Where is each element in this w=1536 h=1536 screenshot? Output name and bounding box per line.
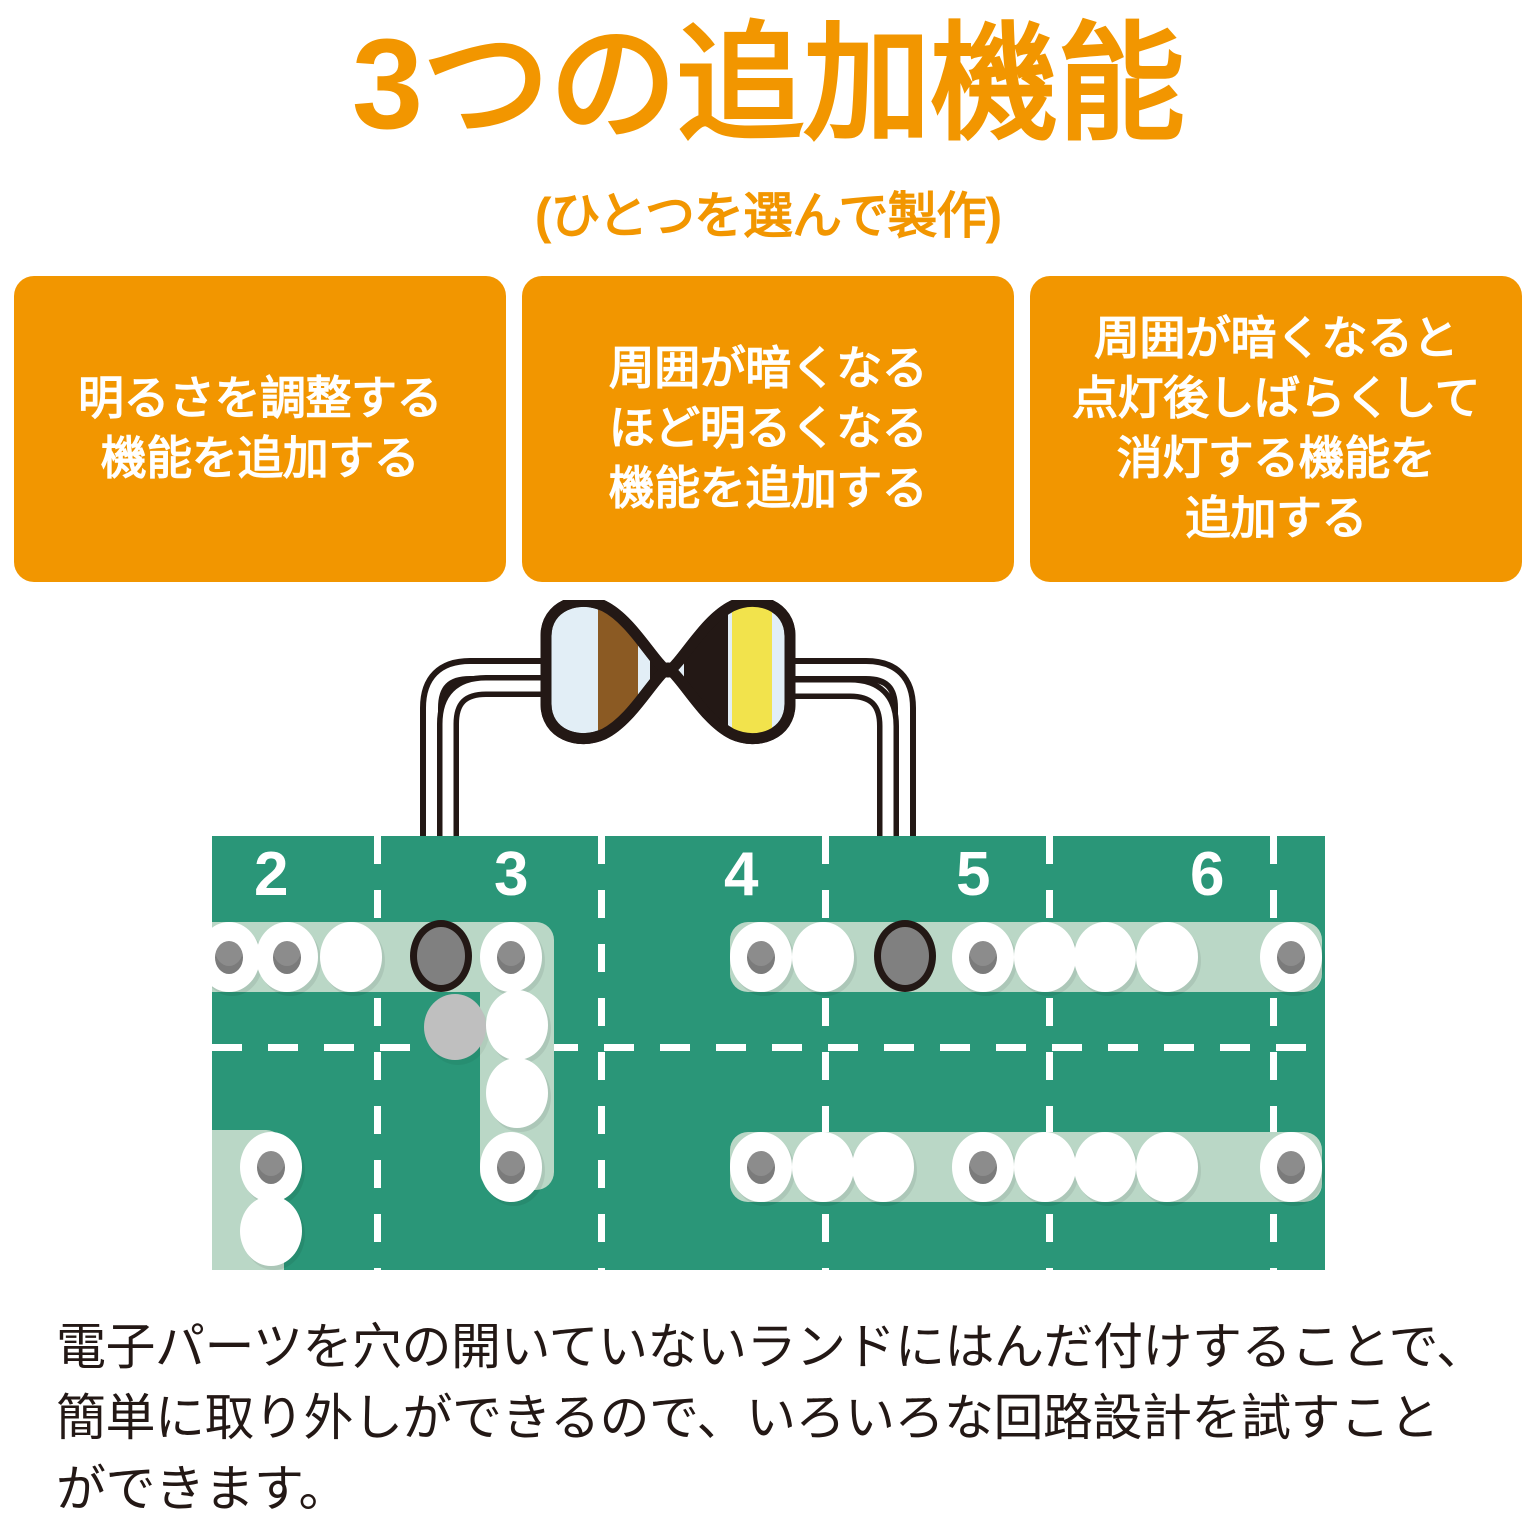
grid-line-horizontal — [212, 1044, 1325, 1051]
pcb-pad[interactable] — [1136, 922, 1198, 992]
pcb-pad[interactable] — [1074, 1132, 1136, 1202]
option-card-3[interactable]: 周囲が暗くなると 点灯後しばらくして 消灯する機能を 追加する — [1030, 276, 1522, 582]
pcb-pad-shadowed[interactable] — [424, 994, 486, 1060]
pcb-pad[interactable] — [730, 1132, 792, 1202]
resistor-svg — [420, 600, 916, 942]
option-card-1[interactable]: 明るさを調整する 機能を追加する — [14, 276, 506, 582]
board-column-label-5: 5 — [956, 840, 991, 909]
pcb-pad[interactable] — [792, 922, 854, 992]
pcb-pad[interactable] — [486, 1058, 548, 1128]
pcb-pad[interactable] — [1260, 1132, 1322, 1202]
resistor-illustration — [0, 600, 1536, 1300]
page-title: 3つの追加機能 — [351, 13, 1185, 156]
pcb-pad[interactable] — [1136, 1132, 1198, 1202]
pcb-pad[interactable] — [240, 1196, 302, 1266]
pcb-pad[interactable] — [1014, 1132, 1076, 1202]
pcb-pad[interactable] — [320, 922, 382, 992]
band-yellow — [732, 601, 772, 739]
pcb-pad[interactable] — [480, 922, 542, 992]
solder-joint-right[interactable] — [874, 920, 936, 992]
option-card-1-label: 明るさを調整する 機能を追加する — [78, 372, 443, 484]
pcb-pad[interactable] — [240, 1132, 302, 1202]
pcb-board: 2 3 4 5 6 — [212, 836, 1325, 1270]
pcb-pad[interactable] — [730, 922, 792, 992]
pcb-pad[interactable] — [952, 1132, 1014, 1202]
resistor-right-lead — [765, 658, 916, 942]
pcb-pad[interactable] — [256, 922, 318, 992]
board-column-label-3: 3 — [494, 840, 529, 909]
resistor-body — [540, 600, 796, 744]
option-card-list: 明るさを調整する 機能を追加する 周囲が暗くなる ほど明るくなる 機能を追加する… — [14, 276, 1522, 582]
board-column-label-2: 2 — [254, 840, 289, 909]
pcb-pad[interactable] — [480, 1132, 542, 1202]
page-subtitle: (ひとつを選んで製作) — [534, 188, 1002, 244]
grid-line-vertical — [822, 836, 829, 1270]
grid-line-vertical — [1270, 836, 1277, 1270]
caption-text: 電子パーツを穴の開いていないランドにはんだ付けすることで、 簡単に取り外しができ… — [56, 1319, 1486, 1517]
pcb-pad[interactable] — [852, 1132, 914, 1202]
grid-line-vertical — [374, 836, 381, 1270]
pcb-pad[interactable] — [1260, 922, 1322, 992]
board-column-label-4: 4 — [724, 840, 759, 909]
grid-line-vertical — [1046, 836, 1053, 1270]
pcb-pad[interactable] — [486, 990, 548, 1060]
solder-joint-left[interactable] — [410, 920, 472, 992]
pcb-pad[interactable] — [792, 1132, 854, 1202]
pcb-pad[interactable] — [212, 922, 260, 992]
pcb-pad[interactable] — [1074, 922, 1136, 992]
pcb-pad[interactable] — [1014, 922, 1076, 992]
option-card-3-label: 周囲が暗くなると 点灯後しばらくして 消灯する機能を 追加する — [1071, 312, 1481, 544]
board-column-label-6: 6 — [1190, 840, 1225, 909]
pcb-pad[interactable] — [952, 922, 1014, 992]
grid-line-vertical — [598, 836, 605, 1270]
resistor-left-lead — [420, 658, 571, 942]
option-card-2-label: 周囲が暗くなる ほど明るくなる 機能を追加する — [608, 342, 928, 514]
option-card-2[interactable]: 周囲が暗くなる ほど明るくなる 機能を追加する — [522, 276, 1014, 582]
